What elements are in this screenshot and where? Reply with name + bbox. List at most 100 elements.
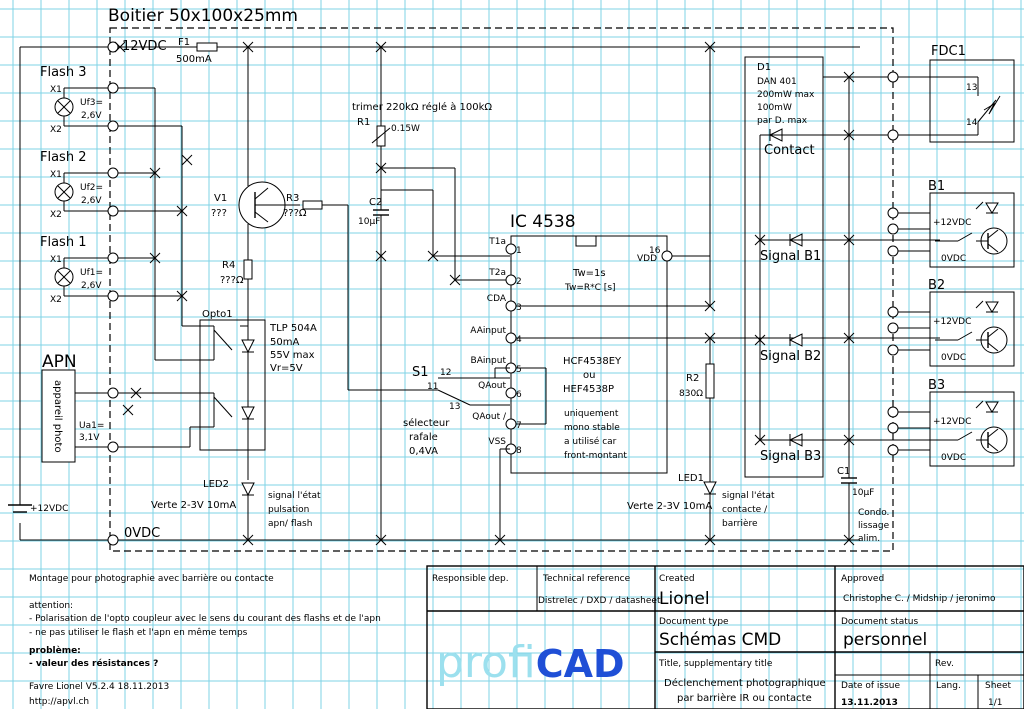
flash-1-ulabel: Uf1= — [80, 268, 103, 278]
barrier-1-plus: +12VDC — [933, 218, 971, 228]
tb-created-label: Created — [659, 574, 695, 584]
c1-note2: lissage — [858, 521, 890, 531]
note-problem: problème: — [29, 645, 81, 656]
capacitor-c2: C2 10µF — [358, 189, 510, 540]
contact-label: Contact — [764, 143, 815, 158]
ic-pin-3-num: 3 — [516, 303, 522, 313]
barrier-2-ref: B2 — [928, 278, 945, 293]
ic-pin-1-num: 1 — [516, 246, 522, 256]
tb-rev-label: Rev. — [935, 659, 954, 669]
ic-pin-8-num: 8 — [516, 446, 522, 456]
note-problem1: - valeur des résistances ? — [29, 658, 158, 669]
signal-label-2: Signal B2 — [760, 349, 821, 364]
flash-1-pin1: X1 — [50, 255, 62, 265]
flash-2-voltage: 2,6V — [81, 196, 102, 206]
note-url: http://apvl.ch — [29, 697, 89, 707]
ic-pin-7-name: QAout / — [472, 412, 507, 422]
flash-2-name: Flash 2 — [40, 150, 86, 165]
barrier-2-plus: +12VDC — [933, 317, 971, 327]
ic-pin-5-num: 5 — [516, 365, 522, 375]
tb-title-label: Title, supplementary title — [658, 659, 773, 669]
apn-voltage: 3,1V — [79, 433, 100, 443]
logo: profiCAD — [436, 637, 625, 688]
flash-3-pin1: X1 — [50, 85, 62, 95]
led2-ref: LED2 — [203, 479, 229, 490]
flash-1: Flash 1 X1 X2 Uf1= 2,6V — [40, 235, 119, 305]
tb-techref-label: Technical reference — [542, 574, 631, 584]
barrier-3-ref: B3 — [928, 378, 945, 393]
tb-docstatus-label: Document status — [841, 617, 918, 627]
d1-part: DAN 401 — [757, 77, 797, 87]
note-line1: Montage pour photographie avec barrière … — [29, 573, 274, 584]
fdc-ref: FDC1 — [931, 44, 966, 59]
ic-note4: front-montant — [564, 451, 627, 461]
tb-date-value: 13.11.2013 — [841, 698, 898, 708]
rail-12v-label: 12VDC — [122, 39, 167, 54]
ic-pin-2-name: T2a — [488, 268, 506, 278]
ic-pin-7-node — [505, 418, 517, 430]
logo-dark: CAD — [536, 642, 625, 686]
r3-value: ???Ω — [283, 208, 307, 219]
flash-3-voltage: 2,6V — [81, 111, 102, 121]
ic-pin-7-num: 7 — [516, 421, 522, 431]
note-bullet1: - Polarisation de l'opto coupleur avec l… — [29, 614, 381, 624]
led1-ref: LED1 — [678, 473, 704, 484]
ic-part-or: ou — [583, 370, 595, 381]
tb-created-value: Lionel — [659, 589, 710, 609]
c1-note1: Condo. — [858, 508, 889, 518]
tb-sheet-label: Sheet — [985, 681, 1011, 691]
v1-ref: V1 — [214, 193, 227, 204]
tb-date-label: Date of issue — [841, 681, 900, 691]
flash-2-ulabel: Uf2= — [80, 183, 103, 193]
fdc-pin13: 13 — [966, 83, 977, 93]
flash-3: Flash 3 X1 X2 Uf3= 2,6V — [40, 65, 119, 135]
ic-note3: a utilisé car — [564, 436, 617, 447]
fdc-pin14: 14 — [966, 118, 978, 128]
barrier-1-zero: 0VDC — [941, 254, 966, 264]
barrier-3-zero: 0VDC — [941, 453, 966, 463]
tb-responsible-label: Responsible dep. — [432, 574, 509, 584]
s1-label1: sélecteur — [403, 417, 450, 429]
ic-pin-3-node — [505, 300, 517, 312]
r2-value: 830Ω — [679, 389, 703, 399]
limit-switch-fdc1: FDC1 13 14 — [929, 44, 1015, 143]
barrier-2-zero: 0VDC — [941, 353, 966, 363]
tb-sheet-value: 1/1 — [988, 698, 1002, 708]
note-bullet2: - ne pas utiliser le flash et l'apn en m… — [29, 627, 248, 638]
tb-doctype-value: Schémas CMD — [659, 630, 781, 650]
led1-rating: Verte 2-3V 10mA — [627, 501, 712, 512]
diode-array-d1: D1 DAN 401 200mW max 100mW par D. max Co… — [744, 56, 940, 478]
s1-ref: S1 — [412, 365, 429, 380]
apn-device: appareil photo — [52, 380, 63, 453]
tb-lang-label: Lang. — [936, 681, 961, 691]
s1-label2: rafale — [409, 432, 438, 443]
tb-title-line2: par barrière IR ou contacte — [677, 692, 812, 704]
flash-2-pin2: X2 — [50, 210, 62, 220]
ic-pin-8-name: VSS — [488, 437, 506, 447]
opto-part: TLP 504A — [269, 323, 317, 334]
ic-title: IC 4538 — [510, 212, 576, 232]
d1-ref: D1 — [757, 62, 771, 73]
flash-2: Flash 2 X1 X2 Uf2= 2,6V — [40, 150, 119, 220]
apn-title: APN — [42, 352, 77, 372]
wire-crossing-marks — [114, 41, 899, 546]
led1-note2: contacte / — [722, 505, 768, 515]
note-attention: attention: — [29, 601, 73, 611]
ic-pin-4-node — [505, 332, 517, 344]
d1-spec3: par D. max — [757, 116, 808, 126]
ic-pin-6-node — [505, 387, 517, 399]
signal-label-3: Signal B3 — [760, 449, 821, 464]
ic-pin-2-num: 2 — [516, 277, 522, 287]
s1-pin13: 13 — [449, 402, 460, 412]
opto-spec3: Vr=5V — [270, 363, 303, 374]
flash-3-name: Flash 3 — [40, 65, 86, 80]
selector-s1: S1 12 11 13 sélecteur rafale 0,4VA — [403, 365, 510, 457]
c1-note3: alim. — [858, 534, 880, 544]
tb-techref-value: Distrelec / DXD / datasheet — [538, 596, 661, 606]
s1-rating: 0,4VA — [409, 446, 438, 457]
r4-ref: R4 — [222, 260, 235, 271]
signal-label-1: Signal B1 — [760, 249, 821, 264]
power-rails: 12VDC 0VDC +12VDC — [8, 39, 860, 546]
tb-title-line1: Déclenchement photographique — [664, 677, 826, 689]
opto-spec2: 55V max — [270, 350, 315, 361]
